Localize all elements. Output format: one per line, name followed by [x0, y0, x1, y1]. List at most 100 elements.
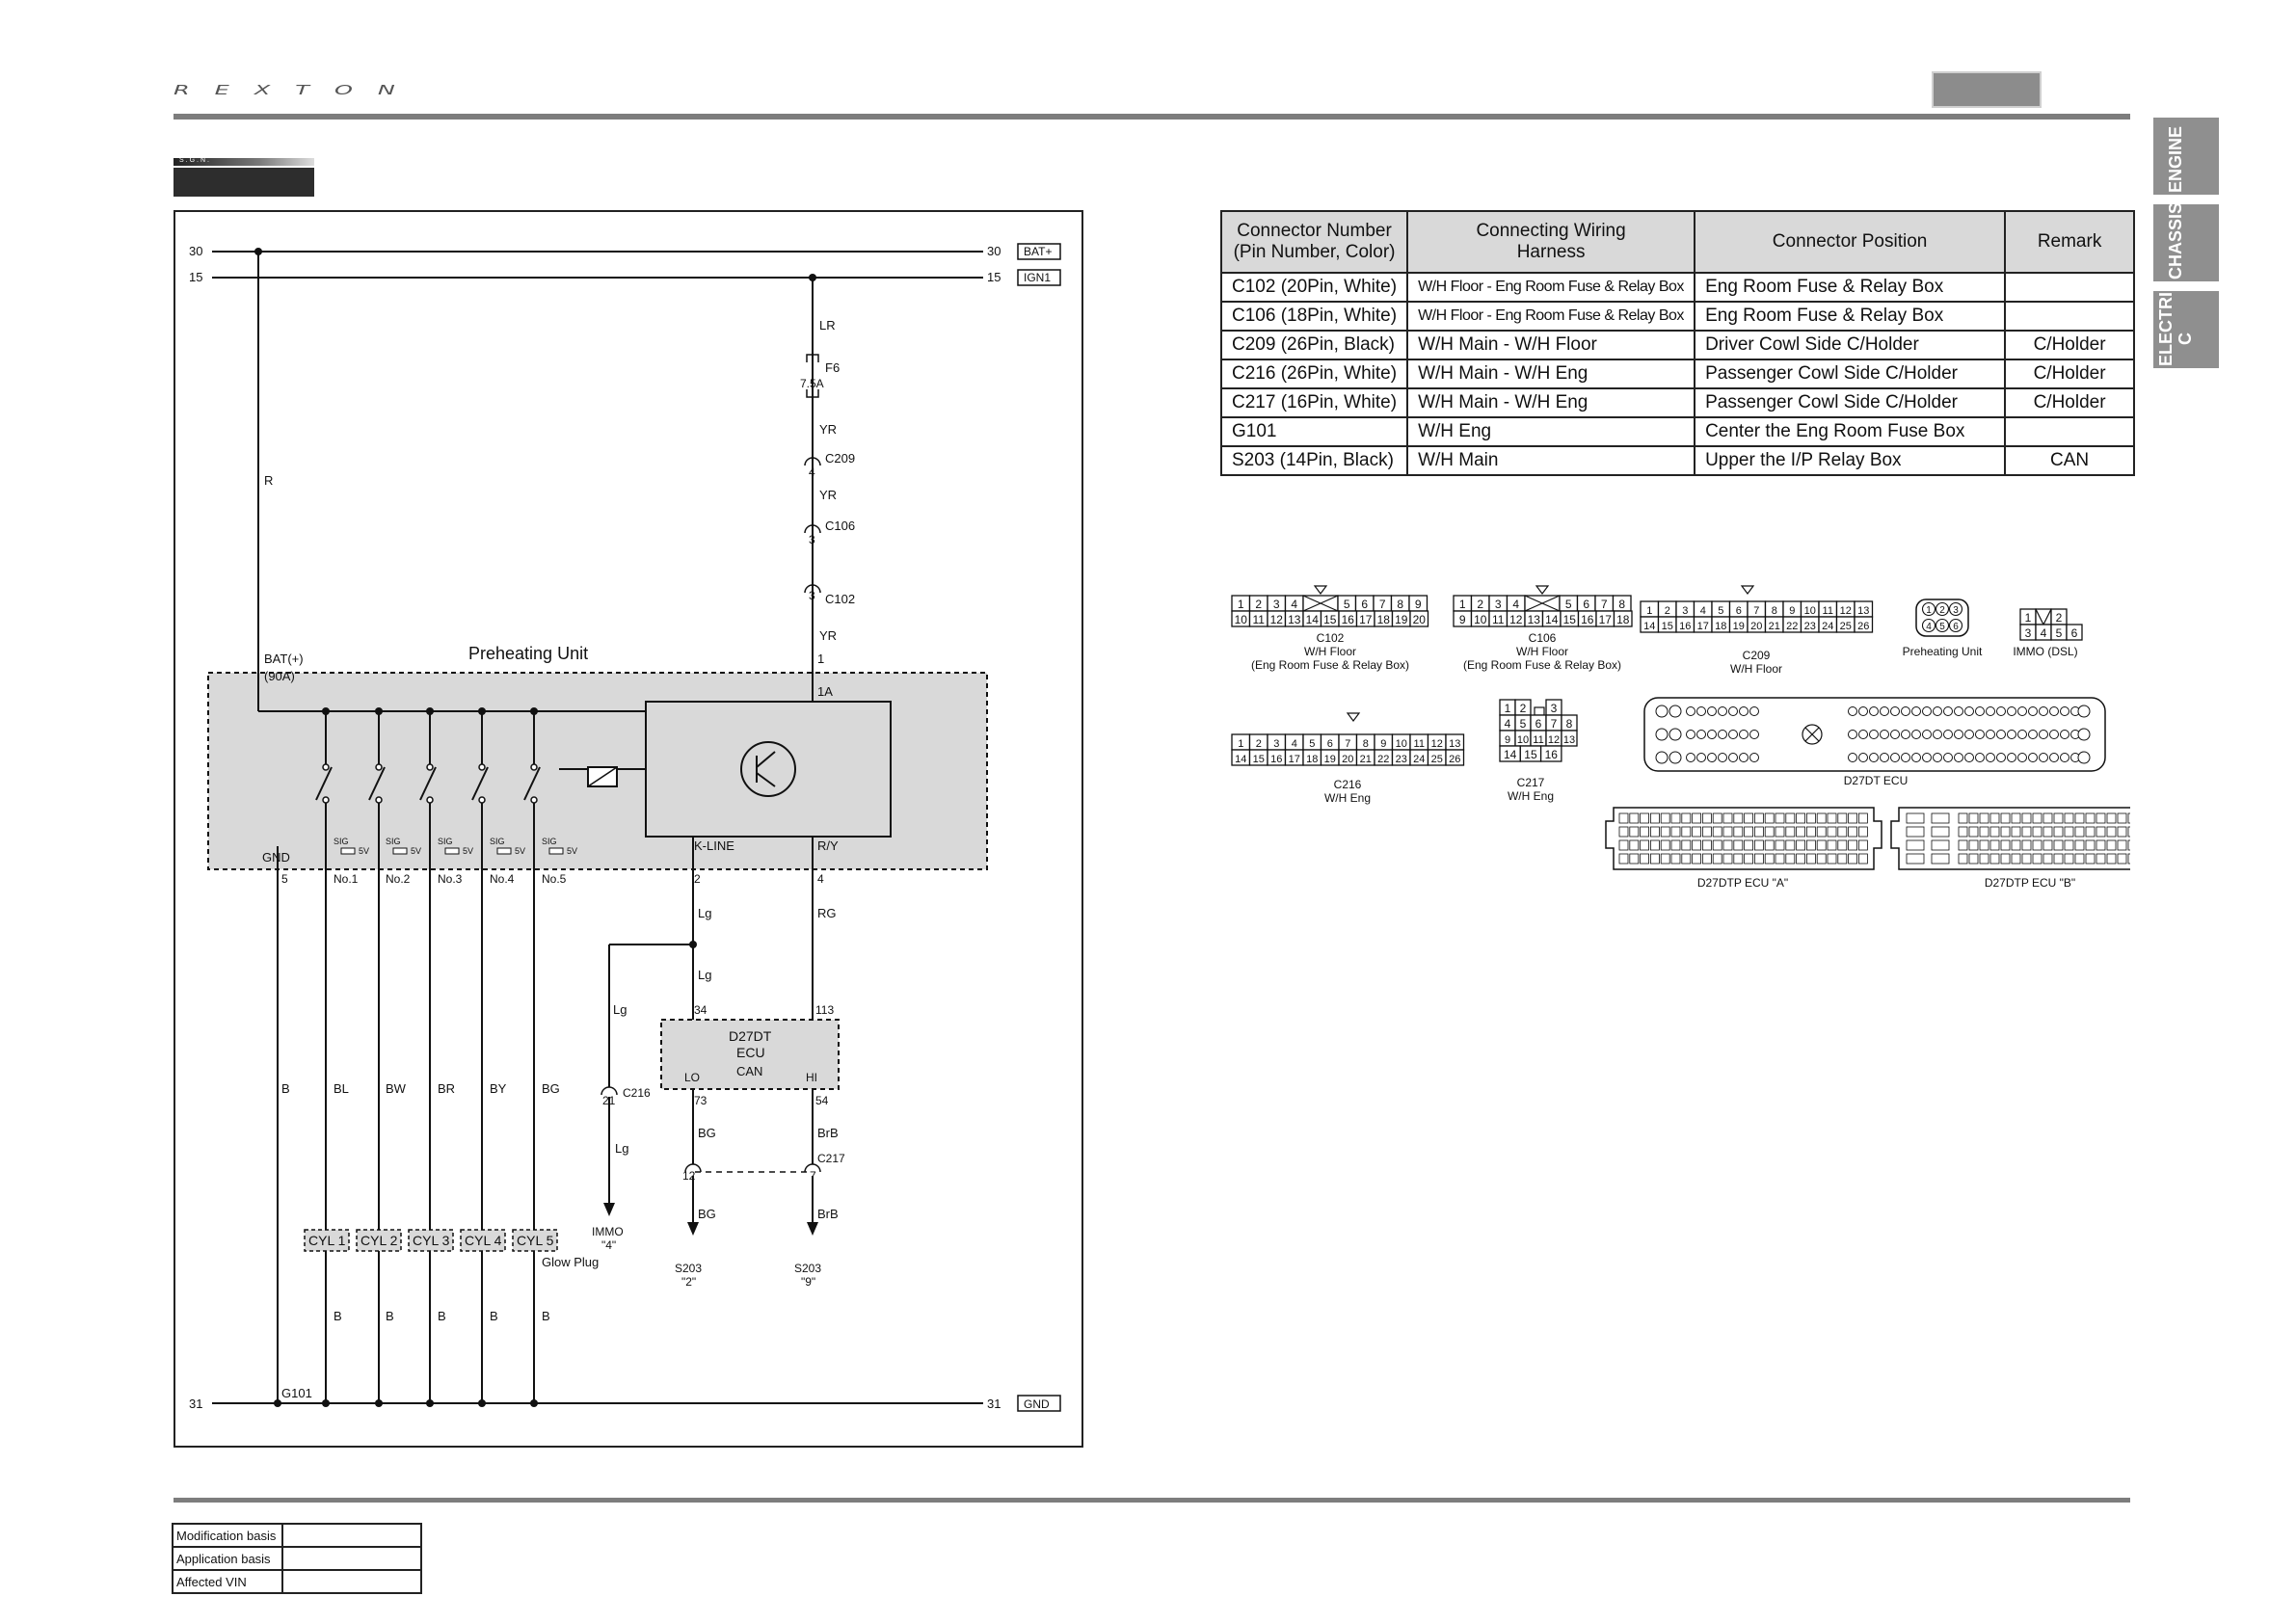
d27dtp-b-pin [1931, 839, 1950, 851]
c106-latch [1535, 585, 1550, 595]
cell-position: Upper the I/P Relay Box [1694, 445, 2007, 476]
c209-pin-label: 7 [1753, 605, 1759, 617]
glow-plug-label: Glow Plug [542, 1255, 599, 1269]
d27dt-pin [1749, 753, 1759, 762]
d27dtp-a-pin [1681, 812, 1692, 824]
table-row: Affected VIN [172, 1569, 422, 1594]
preheat-pin [1921, 618, 1936, 633]
bat-rating: (90A) [264, 669, 295, 683]
cell-connector: C216 (26Pin, White) [1219, 359, 1409, 389]
c209-pin-label: 1 [1646, 605, 1652, 617]
d27dtp-a-pin [1701, 812, 1712, 824]
c217-pin-label: 6 [1535, 717, 1542, 731]
d27dtp-a-pin [1744, 826, 1753, 838]
bat-tag: BAT+ [1024, 245, 1052, 258]
cell-harness: W/H Main - W/H Eng [1406, 359, 1696, 389]
d27dt-pin [1848, 730, 1857, 739]
d27dtp-b-pin [2053, 812, 2064, 824]
d27dtp-b-pin [2042, 853, 2053, 865]
immo-key [2035, 608, 2052, 625]
d27dtp-a-pin [1681, 826, 1692, 838]
c106-caption: (Eng Room Fuse & Relay Box) [1463, 658, 1621, 672]
glow-plug-cyl4: CYL 4 [465, 1233, 502, 1248]
d27dt-pin [1986, 753, 1995, 762]
side-tab-label: ELECTRI [2156, 291, 2176, 366]
d27dt-pin [2017, 706, 2027, 716]
cell-harness: W/H Eng [1406, 416, 1696, 447]
c106-pin-label: 14 [1545, 613, 1559, 626]
d27dtp-b-pin [2053, 853, 2064, 865]
d27dtp-a-pin [1796, 853, 1805, 865]
cell-remark [2004, 301, 2136, 332]
d27dtp-b-pin [2074, 839, 2085, 851]
d27dt-pin [1943, 706, 1953, 716]
d27dtp-b-pin [2096, 826, 2106, 838]
can-lo: LO [684, 1071, 700, 1084]
d27dt-pin [1696, 706, 1706, 716]
wire-by: BY [490, 1081, 507, 1096]
d27dt-pin [1933, 706, 1942, 716]
d27dtp-a-pin [1692, 839, 1702, 851]
d27dt-pin [1728, 753, 1738, 762]
d27dtp-b-pin [2106, 839, 2117, 851]
d27dtp-b-pin [2074, 826, 2085, 838]
d27dtp-a-pin [1640, 839, 1650, 851]
c106-pin-label: 13 [1528, 613, 1541, 626]
c217-pin-label: 16 [1545, 748, 1559, 761]
c106-pin-label: 7 [1601, 598, 1608, 611]
d27dtp-a-pin [1660, 826, 1670, 838]
c106-caption: W/H Floor [1516, 645, 1568, 658]
d27dtp-a-pin [1796, 826, 1805, 838]
d27dtp-a-pin [1827, 839, 1837, 851]
c209-pin-label: 13 [1857, 605, 1869, 617]
rail-15-right: 15 [987, 270, 1001, 284]
c209-pin-label: 4 [1700, 605, 1706, 617]
s203-hi-1: S203 [794, 1262, 821, 1275]
d27dt-pin [1922, 753, 1932, 762]
immo-pin-label: 2 [2056, 611, 2063, 625]
d27dtp-a-pin [1733, 826, 1744, 838]
side-tab-electric[interactable]: ELECTRI C [2153, 291, 2219, 368]
d27dtp-b-pin [1958, 812, 1968, 824]
immo-label-1: IMMO [592, 1225, 624, 1238]
c216-pin-label: 23 [1396, 754, 1407, 765]
d27dtp-b-pin [2096, 853, 2106, 865]
d27dtp-b-pin [1906, 853, 1925, 865]
gnd-wire-3: B [438, 1309, 446, 1323]
d27dt-pin [2060, 706, 2069, 716]
c217-pin-label: 14 [1504, 748, 1517, 761]
d27dtp-a-pin [1796, 812, 1805, 824]
d27dt-pin [2060, 753, 2069, 762]
d27dtp-a-pin [1754, 839, 1764, 851]
v5-label-5: 5V [567, 846, 577, 856]
d27dtp-a-pin [1816, 826, 1827, 838]
header-tab [1932, 71, 2042, 108]
c102-pin-label: 15 [1323, 613, 1337, 626]
c216-pin-label: 15 [1253, 754, 1265, 765]
c216-pin: 21 [602, 1094, 616, 1107]
c216-pin-label: 1 [1238, 738, 1243, 750]
v5-label-4: 5V [515, 846, 525, 856]
c217-pin-label: 7 [1551, 717, 1558, 731]
gnd-tag: GND [1024, 1397, 1050, 1411]
d27dt-pin [1718, 706, 1727, 716]
side-tab-chassis[interactable]: CHASSIS [2153, 202, 2219, 281]
d27dtp-b-pin [1979, 812, 1989, 824]
glow-plug-cyl1: CYL 1 [308, 1233, 346, 1248]
c106-pin-label: 9 [1459, 613, 1466, 626]
wiring-diagram: 30 30 BAT+ 15 15 IGN1 31 31 GND R LR F6 … [189, 243, 1061, 1412]
c102-key-cross [1302, 595, 1339, 612]
d27dtp-b-pin [2032, 826, 2042, 838]
d27dtp-a-pin [1649, 812, 1660, 824]
d27dtp-a-pin [1629, 839, 1640, 851]
side-tab-engine[interactable]: ENGINE [2153, 118, 2219, 195]
d27dtp-b-pin [2011, 839, 2021, 851]
d27dtp-a-pin [1775, 812, 1785, 824]
d27dt-pin [1964, 730, 1974, 739]
d27dt-pin [1954, 730, 1963, 739]
d27dtp-a-pin [1733, 839, 1744, 851]
c216-pin-cell [1445, 749, 1465, 766]
c209-pin-label: 14 [1643, 621, 1655, 632]
